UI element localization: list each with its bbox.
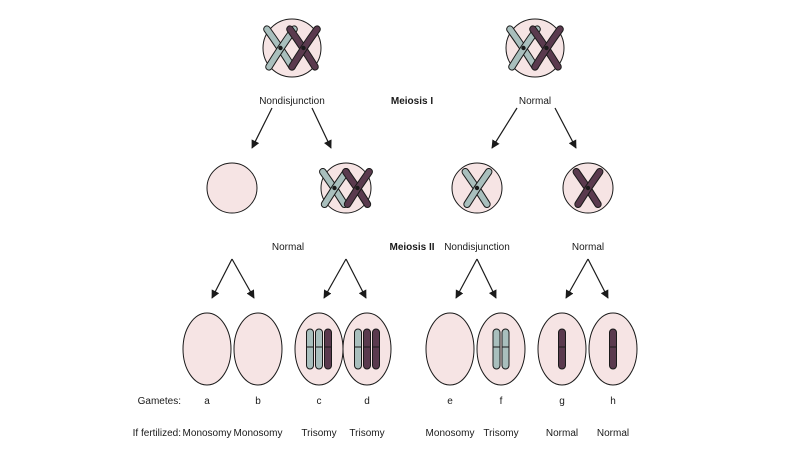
chromatid (372, 328, 380, 370)
gamete-letter: g (559, 396, 565, 407)
gamete-cell-f (476, 312, 526, 386)
gamete-cell-a (182, 312, 232, 386)
left-parent-label: Nondisjunction (259, 96, 325, 107)
centromere (301, 45, 306, 51)
gamete-cell-c (294, 312, 344, 386)
chromatid (354, 328, 362, 370)
right-parent-label: Normal (519, 96, 551, 107)
gamete-letter: d (364, 396, 370, 407)
fertilized-row-label: If fertilized: (133, 428, 181, 439)
gamete-letter: a (204, 396, 210, 407)
gamete-letter: b (255, 396, 261, 407)
gamete-letter: h (610, 396, 616, 407)
arrow-left-parent-to-empty (251, 107, 273, 149)
cell-membrane (262, 18, 322, 78)
cell-membrane (182, 312, 232, 386)
centromere (474, 185, 480, 191)
daughter-cell-light (451, 162, 503, 214)
daughter-cell-empty (206, 162, 258, 214)
arrow-dark-to-g (565, 258, 589, 299)
centromere (521, 45, 526, 51)
arrow-extra-to-d (345, 258, 367, 299)
replicated-chromosome (342, 168, 373, 208)
daughter-cell-extra (319, 162, 373, 214)
gametes-row-label: Gametes: (138, 396, 181, 407)
meiosis-1-label: Meiosis I (391, 96, 433, 107)
gamete-cell-d (342, 312, 392, 386)
arrow-empty-to-b (231, 258, 255, 299)
gamete-cell-e (425, 312, 475, 386)
gamete-cell-h (588, 312, 638, 386)
cell-membrane (425, 312, 475, 386)
fertilization-outcome: Monosomy (183, 428, 232, 439)
gamete-letter: c (317, 396, 322, 407)
centromere (585, 185, 591, 191)
chromatid (306, 328, 314, 370)
fertilization-outcome: Normal (546, 428, 578, 439)
cell-membrane (320, 162, 372, 214)
daughter-2-label: Nondisjunction (444, 242, 510, 253)
arrow-dark-to-h (587, 258, 609, 299)
chromatid (324, 328, 332, 370)
fertilization-outcome: Trisomy (349, 428, 384, 439)
chromatid (558, 328, 566, 370)
cell-membrane (505, 18, 565, 78)
arrow-extra-to-c (323, 258, 347, 299)
centromere (355, 185, 360, 191)
cell-membrane (233, 312, 283, 386)
replicated-chromosome (286, 25, 321, 71)
gamete-cell-g (537, 312, 587, 386)
arrow-left-parent-to-extra (311, 107, 332, 149)
fertilization-outcome: Monosomy (426, 428, 475, 439)
left-parent-cell (262, 18, 322, 78)
replicated-chromosome (572, 168, 604, 208)
daughter-1-label: Normal (272, 242, 304, 253)
arrow-light-to-e (455, 258, 478, 299)
arrow-light-to-f (476, 258, 497, 299)
meiosis-2-label: Meiosis II (389, 242, 434, 253)
chromatid (492, 328, 501, 370)
gamete-letter: f (500, 396, 503, 407)
arrow-right-parent-to-dark (554, 107, 577, 149)
fertilization-outcome: Trisomy (483, 428, 518, 439)
gamete-letter: e (447, 396, 453, 407)
replicated-chromosome (529, 25, 564, 71)
chromatid (501, 328, 510, 370)
division-arrows (211, 107, 609, 299)
chromatid (609, 328, 617, 370)
cell-membrane (476, 312, 526, 386)
replicated-chromosome (461, 168, 493, 208)
chromatid (315, 328, 323, 370)
fertilization-outcome: Normal (597, 428, 629, 439)
right-parent-cell (505, 18, 565, 78)
centromere (332, 185, 337, 191)
fertilization-outcome: Trisomy (301, 428, 336, 439)
gametes-row (182, 312, 638, 386)
arrow-empty-to-a (211, 258, 233, 299)
daughter-cell-dark (562, 162, 614, 214)
cell-membrane (206, 162, 258, 214)
chromatid (363, 328, 371, 370)
centromere (544, 45, 549, 51)
daughter-3-label: Normal (572, 242, 604, 253)
arrow-right-parent-to-light (491, 107, 518, 149)
fertilization-outcome: Monosomy (234, 428, 283, 439)
centromere (278, 45, 283, 51)
gamete-cell-b (233, 312, 283, 386)
